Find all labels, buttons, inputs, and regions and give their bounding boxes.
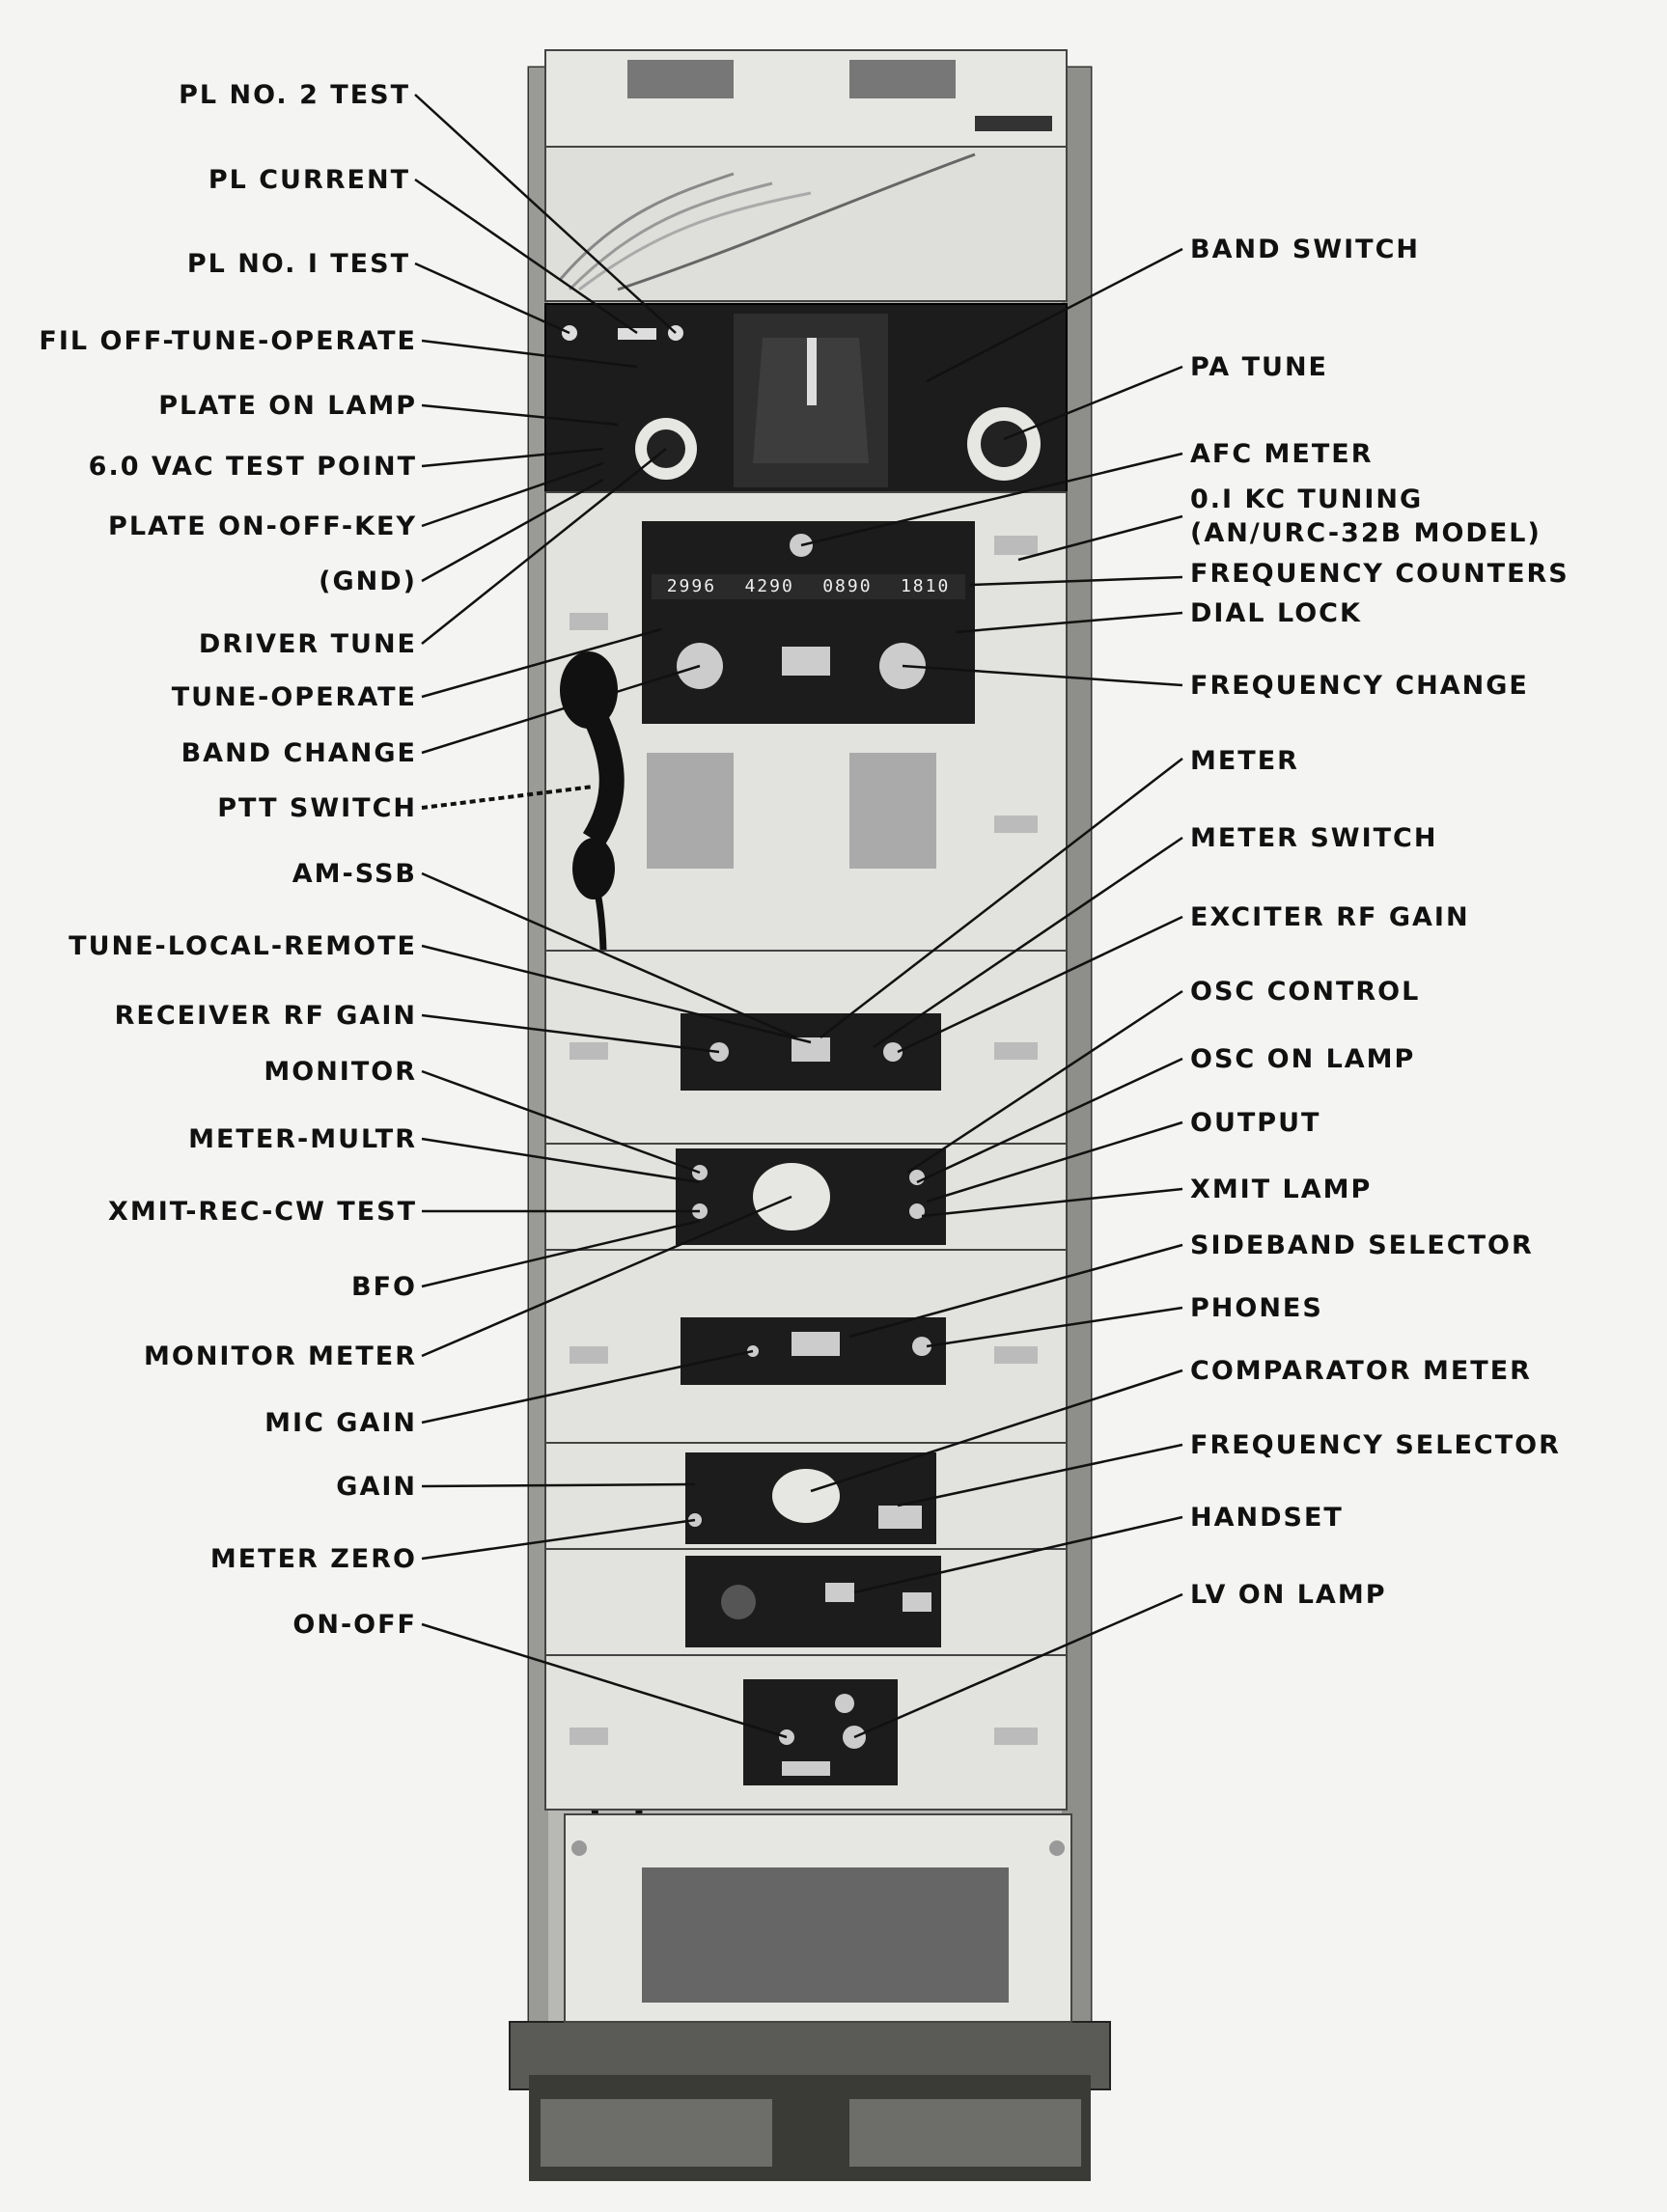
label-meter-multr: METER-MULTR (188, 1124, 417, 1154)
exciter-chassis (544, 491, 1068, 952)
counter-digit-group: 4290 (744, 576, 794, 596)
label-kc-tuning: 0.I KC TUNING (1190, 484, 1424, 514)
label-plate-on-off-key: PLATE ON-OFF-KEY (108, 512, 417, 541)
label-afc-meter: AFC METER (1190, 439, 1374, 469)
counter-digit-group: 2996 (666, 576, 717, 596)
label-xmit-lamp: XMIT LAMP (1190, 1175, 1373, 1204)
counter-digit-group: 0890 (822, 576, 873, 596)
label-vac-test-point: 6.0 VAC TEST POINT (88, 452, 417, 482)
label-receiver-rf-gain: RECEIVER RF GAIN (114, 1001, 417, 1031)
label-xmit-rec-cw-test: XMIT-REC-CW TEST (108, 1197, 417, 1227)
label-pl-no2-test: PL NO. 2 TEST (179, 80, 410, 110)
label-tune-local-remote: TUNE-LOCAL-REMOTE (69, 931, 417, 961)
right-leader-lines (800, 247, 1183, 1739)
label-meter: METER (1190, 746, 1299, 776)
label-osc-on-lamp: OSC ON LAMP (1190, 1044, 1416, 1074)
label-handset: HANDSET (1190, 1503, 1344, 1533)
label-plate-on-lamp: PLATE ON LAMP (158, 391, 417, 421)
label-pl-current: PL CURRENT (208, 165, 410, 195)
label-exciter-rf-gain: EXCITER RF GAIN (1190, 902, 1470, 932)
label-frequency-selector: FREQUENCY SELECTOR (1190, 1430, 1561, 1460)
label-on-off: ON-OFF (292, 1610, 417, 1640)
label-meter-switch: METER SWITCH (1190, 823, 1438, 853)
label-gain: GAIN (336, 1472, 417, 1502)
label-am-ssb: AM-SSB (292, 859, 417, 889)
bottom-grille-panel (564, 1813, 1072, 2023)
cable-tray (544, 146, 1068, 302)
sideband-selector-panel (544, 1249, 1068, 1444)
left-leader-lines (414, 94, 812, 1739)
label-ptt-switch: PTT SWITCH (217, 793, 417, 823)
label-meter-zero: METER ZERO (209, 1544, 417, 1574)
label-pl-no1-test: PL NO. I TEST (186, 249, 410, 279)
label-kc-tuning-model: (AN/URC-32B MODEL) (1190, 518, 1542, 548)
label-lv-on-lamp: LV ON LAMP (1190, 1580, 1387, 1610)
top-vent-panel (544, 49, 1068, 148)
handset-control-panel (544, 1548, 1068, 1656)
label-output: OUTPUT (1190, 1108, 1321, 1138)
label-pa-tune: PA TUNE (1190, 352, 1328, 382)
label-frequency-change: FREQUENCY CHANGE (1190, 671, 1529, 701)
label-dial-lock: DIAL LOCK (1190, 598, 1362, 628)
receiver-control-panel (544, 950, 1068, 1145)
comparator-panel (544, 1442, 1068, 1550)
label-monitor: MONITOR (264, 1057, 417, 1087)
frequency-counter-display: 2996 4290 0890 1810 (653, 576, 964, 597)
label-band-change: BAND CHANGE (181, 738, 417, 768)
label-bfo: BFO (351, 1272, 417, 1302)
label-tune-operate: TUNE-OPERATE (171, 682, 417, 712)
label-frequency-counters: FREQUENCY COUNTERS (1190, 559, 1570, 589)
monitor-panel (544, 1143, 1068, 1251)
counter-digit-group: 1810 (900, 576, 951, 596)
label-monitor-meter: MONITOR METER (144, 1341, 417, 1371)
lv-power-panel (544, 1654, 1068, 1811)
label-band-switch: BAND SWITCH (1190, 235, 1420, 264)
label-sideband-selector: SIDEBAND SELECTOR (1190, 1230, 1534, 1260)
label-driver-tune: DRIVER TUNE (198, 629, 417, 659)
label-fil-off-tune-operate: FIL OFF-TUNE-OPERATE (39, 326, 417, 356)
label-phones: PHONES (1190, 1293, 1323, 1323)
power-amplifier-panel (544, 303, 1068, 493)
label-mic-gain: MIC GAIN (264, 1408, 417, 1438)
label-osc-control: OSC CONTROL (1190, 977, 1421, 1007)
label-gnd: (GND) (319, 567, 417, 596)
label-comparator-meter: COMPARATOR METER (1190, 1356, 1532, 1386)
